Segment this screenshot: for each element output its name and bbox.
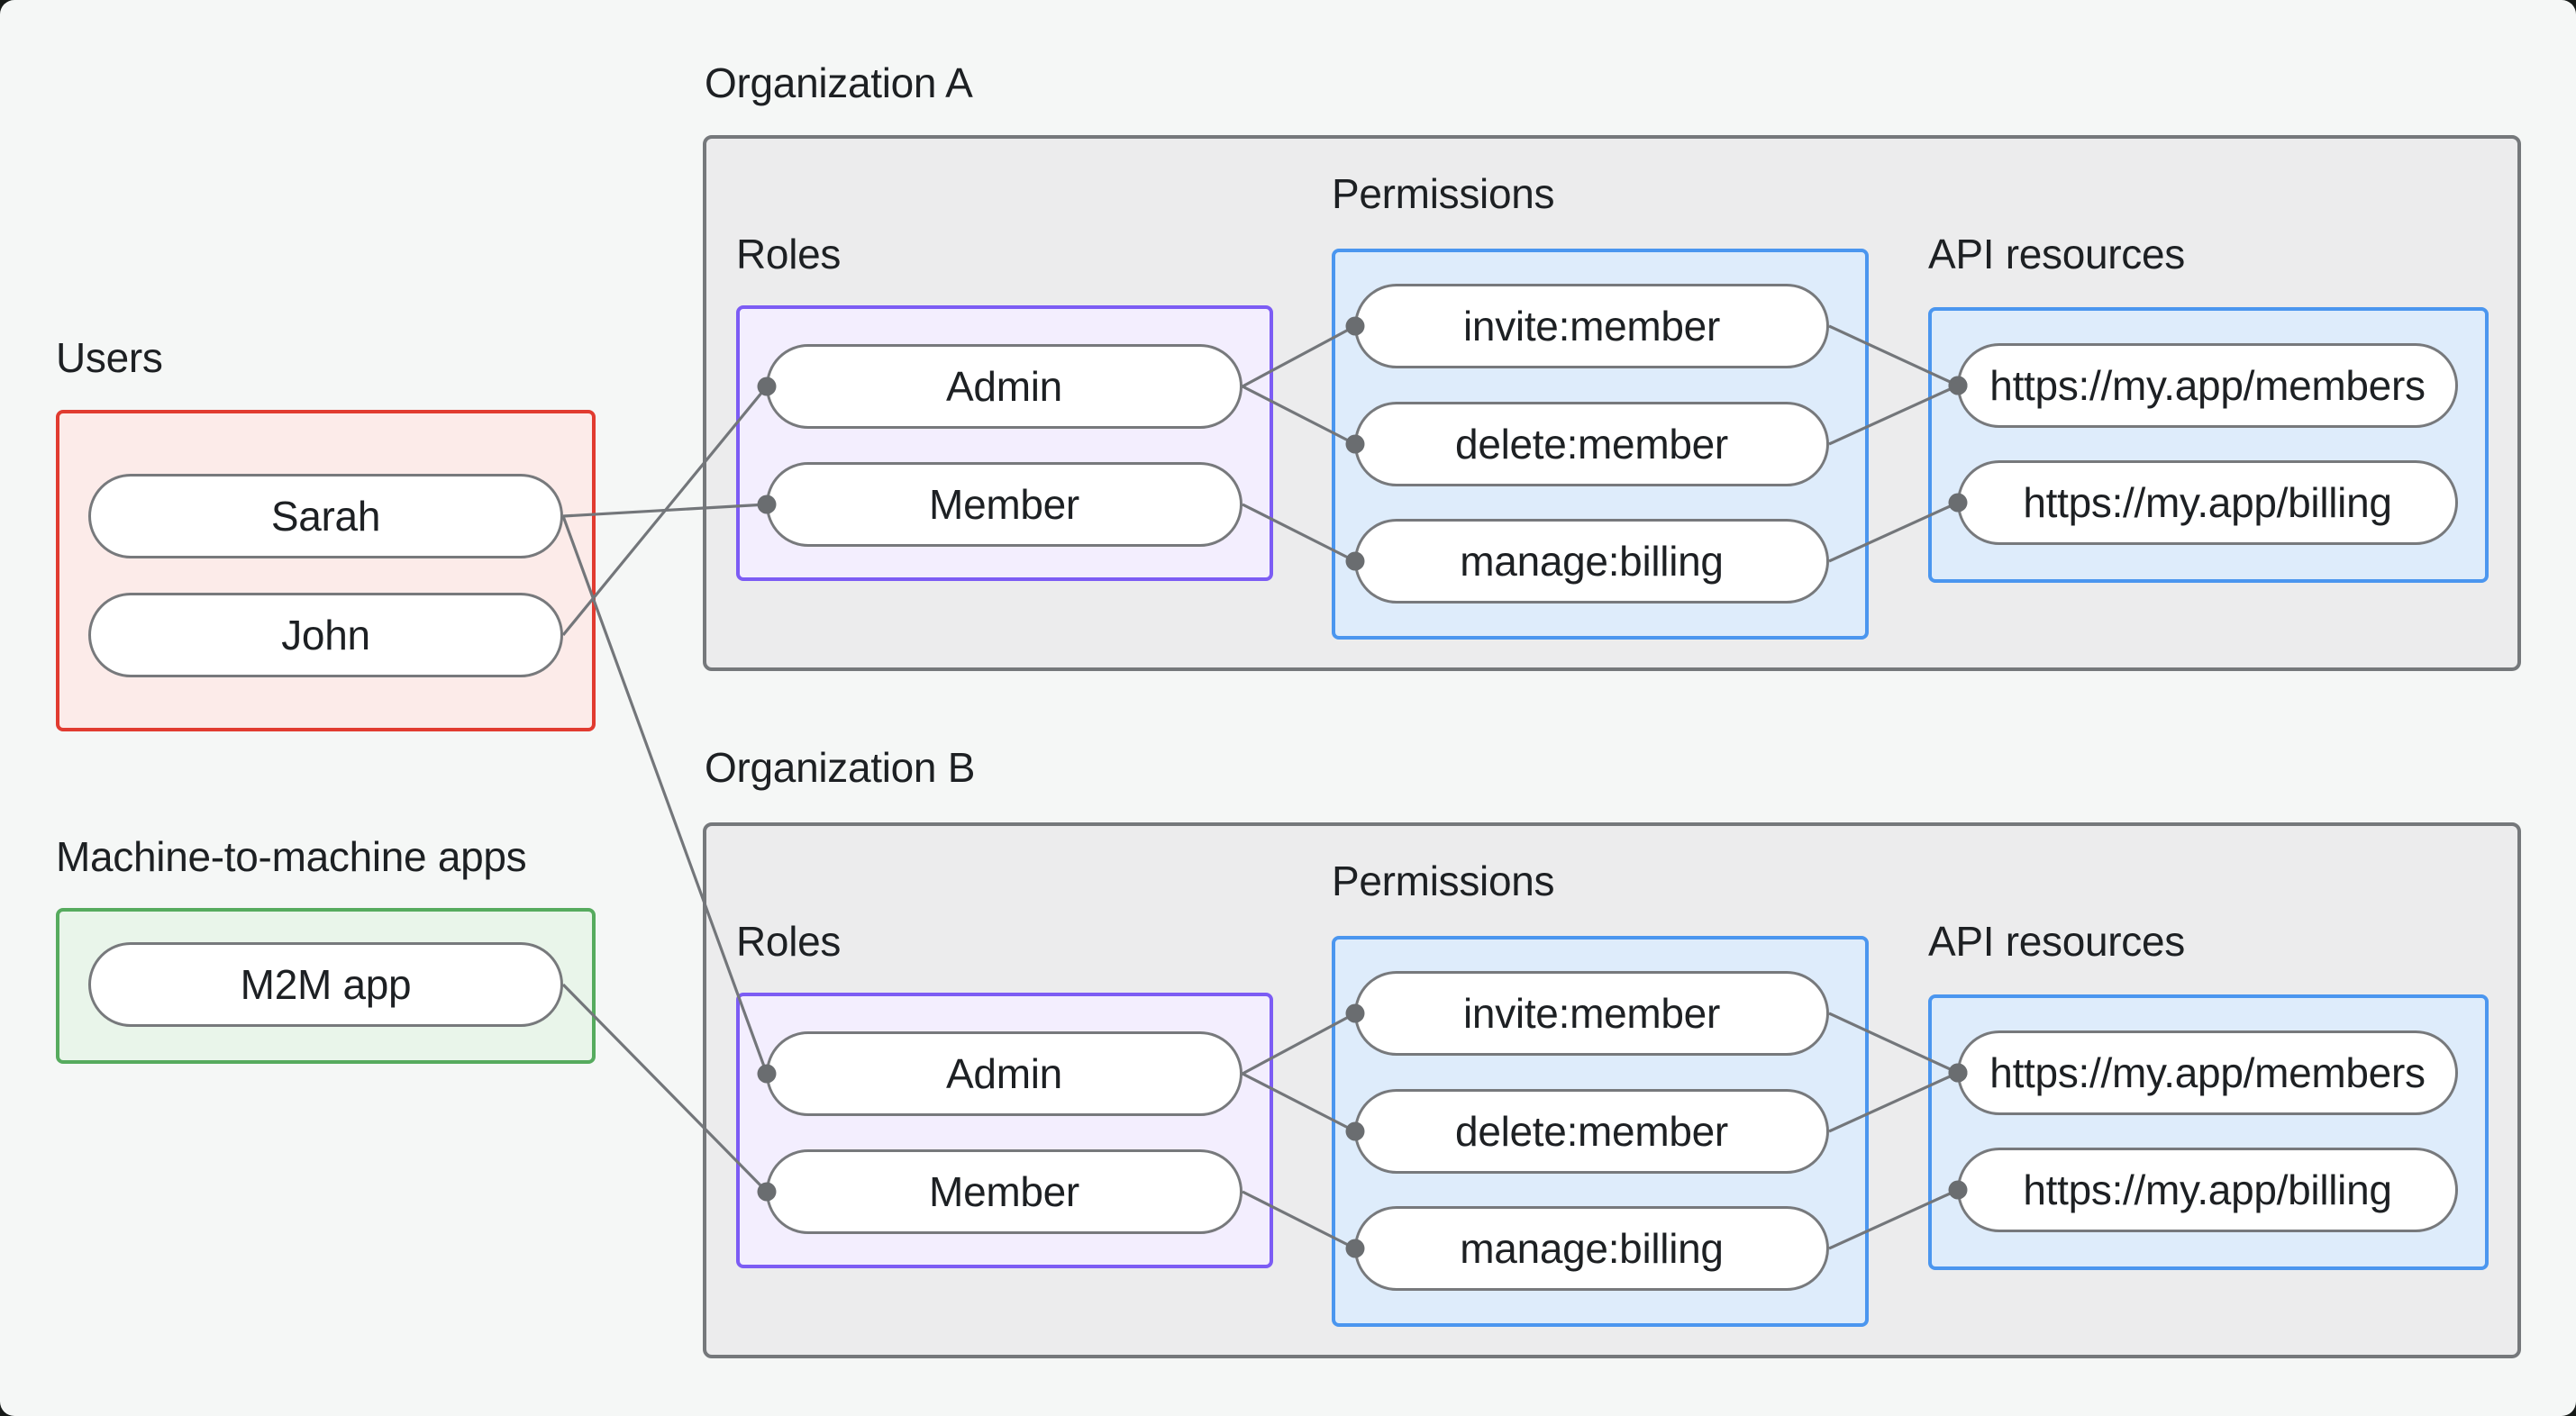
org-b-role-admin: Admin — [766, 1031, 1242, 1116]
user-node-john: John — [88, 593, 563, 677]
org-b-roles-label: Roles — [736, 918, 842, 965]
org-a-roles-label: Roles — [736, 231, 842, 277]
org-a-role-admin: Admin — [766, 344, 1242, 429]
org-b-permission-manage-billing: manage:billing — [1354, 1206, 1829, 1291]
organization-b-label: Organization B — [705, 744, 976, 791]
org-a-permission-invite-member: invite:member — [1354, 284, 1829, 368]
org-b-permission-invite-member: invite:member — [1354, 971, 1829, 1056]
org-a-api-billing-resource: https://my.app/billing — [1957, 460, 2458, 545]
org-a-role-member: Member — [766, 462, 1242, 547]
org-b-api-resources-label: API resources — [1928, 918, 2185, 965]
organization-a-label: Organization A — [705, 59, 973, 106]
org-a-api-members-resource: https://my.app/members — [1957, 343, 2458, 428]
m2m-app-node: M2M app — [88, 942, 563, 1027]
m2m-section-label: Machine-to-machine apps — [56, 833, 527, 880]
org-a-permissions-label: Permissions — [1332, 170, 1555, 217]
org-b-permission-delete-member: delete:member — [1354, 1089, 1829, 1174]
org-a-permission-delete-member: delete:member — [1354, 402, 1829, 486]
org-b-api-members-resource: https://my.app/members — [1957, 1030, 2458, 1115]
org-b-api-billing-resource: https://my.app/billing — [1957, 1148, 2458, 1232]
user-node-sarah: Sarah — [88, 474, 563, 558]
org-b-permissions-label: Permissions — [1332, 858, 1555, 904]
org-b-role-member: Member — [766, 1149, 1242, 1234]
users-section-label: Users — [56, 334, 163, 381]
org-a-api-resources-label: API resources — [1928, 231, 2185, 277]
org-a-permission-manage-billing: manage:billing — [1354, 519, 1829, 604]
users-group-box — [56, 410, 596, 731]
